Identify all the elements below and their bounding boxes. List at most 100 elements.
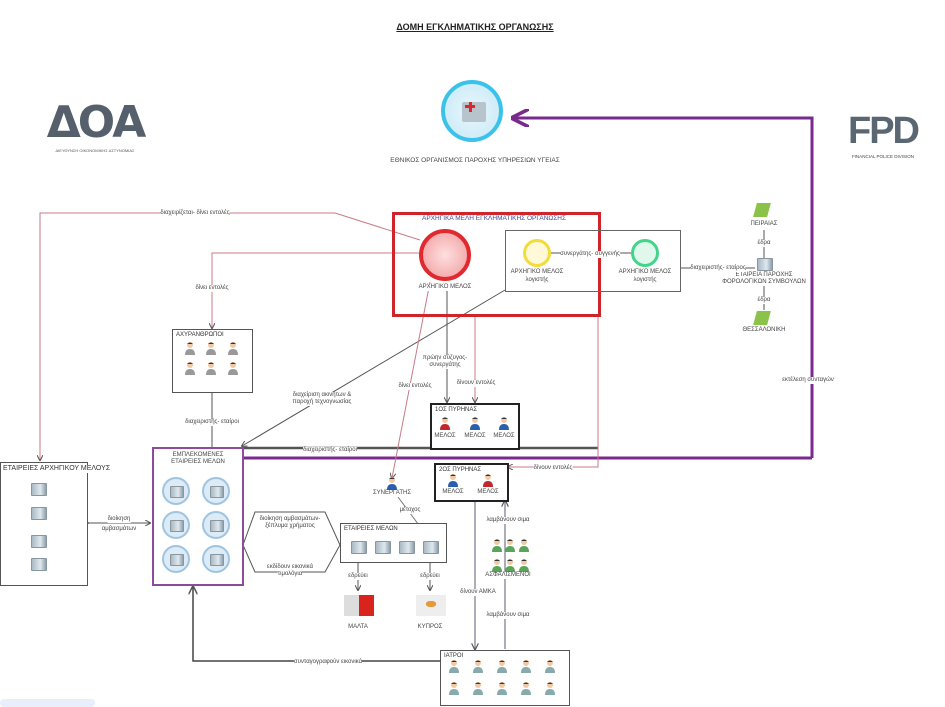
fpd-logo: FPD FINANCIAL POLICE DIVISION <box>838 108 928 164</box>
member-label: ΜΕΛΟΣ <box>493 433 515 439</box>
leader-companies-box: ΕΤΑΙΡΕΙΕΣ ΑΡΧΗΓΙΚΟΥ ΜΕΛΟΥΣ <box>0 462 111 586</box>
person-icon <box>503 538 517 552</box>
person-icon <box>204 361 218 375</box>
tax-firm-link-label: διαχειριστής- εταίρος <box>690 265 746 272</box>
leader-member-a-icon <box>523 239 551 267</box>
edge-fake-prescribe <box>193 587 440 662</box>
hq-label-2: έδρα <box>757 297 771 304</box>
company-icon <box>202 511 230 539</box>
person-icon <box>543 659 557 673</box>
member-icon <box>497 416 511 430</box>
doa-logo-mark: ΔΟΑ <box>46 97 147 148</box>
person-icon <box>204 341 218 355</box>
person-icon <box>519 659 533 673</box>
tax-firm-name-2: ΦΟΡΟΛΟΓΙΚΩΝ ΣΥΜΒΟΥΛΩΝ <box>722 279 806 286</box>
leaders-title: ΑΡΧΗΓΙΚΑ ΜΕΛΗ ΕΓΚΛΗΜΑΤΙΚΗΣ ΟΡΓΑΝΩΣΗΣ <box>422 215 566 222</box>
doa-logo-subtitle: ΔΙΕΥΘΥΝΣΗ ΟΙΚΟΝΟΜΙΚΗΣ ΑΣΤΥΝΟΜΙΑΣ <box>55 148 135 153</box>
edge-prescriptions <box>514 118 814 458</box>
relation-label: συνεργάτης- συγγενής <box>560 251 620 258</box>
insured-label: ΑΣΦΑΛΙΣΜΕΝΟΙ <box>485 572 531 579</box>
edge-label-ex-spouse-1: πρώην σύζυγος- <box>422 355 468 362</box>
seat-label-cyprus: εδρεύει <box>420 573 440 580</box>
edge-label-fund-admin-2: αμβασμάτων <box>101 526 137 533</box>
core2-box: 2ΟΣ ΠΥΡΗΝΑΣ ΜΕΛΟΣ ΜΕΛΟΣ <box>434 463 509 502</box>
person-icon <box>183 361 197 375</box>
leader-companies-title: ΕΤΑΙΡΕΙΕΣ ΑΡΧΗΓΙΚΟΥ ΜΕΛΟΥΣ <box>3 465 111 473</box>
edge-label-gives-orders-partner: δίνει εντολές <box>398 383 432 390</box>
edge-label-manage-orders: διαχειρίζεται- δίνει εντολές <box>160 210 230 217</box>
edge-label-receive-1: λαμβάνουν σιμα <box>486 517 530 524</box>
building-icon <box>31 483 47 496</box>
member-icon <box>468 416 482 430</box>
cyprus-label: ΚΥΠΡΟΣ <box>417 624 443 631</box>
person-icon <box>519 681 533 695</box>
leaders-box <box>392 212 601 317</box>
tax-firm-name-1: ΕΤΑΙΡΕΙΑ ΠΑΡΟΧΗΣ <box>735 272 793 279</box>
strawmen-box: ΑΧΥΡΑΝΘΡΩΠΟΙ <box>172 329 253 393</box>
doa-logo: ΔΟΑ ΔΙΕΥΘΥΝΣΗ ΟΙΚΟΝΟΜΙΚΗΣ ΑΣΤΥΝΟΜΙΑΣ <box>45 97 147 160</box>
building-icon <box>399 541 415 554</box>
edge-label-receive-2: λαμβάνουν σιμα <box>486 612 530 619</box>
leader-member-a-label: ΑΡΧΗΓΙΚΟ ΜΕΛΟΣ <box>510 269 564 276</box>
core1-title: 1ΟΣ ΠΥΡΗΝΑΣ <box>435 407 478 413</box>
edge-label-gives-orders: δίνει εντολές <box>195 285 229 292</box>
edge-label-fund-admin-1: διοίκηση <box>107 516 131 523</box>
corner-artifact <box>0 699 95 707</box>
edge-gives-orders <box>212 252 420 328</box>
fpd-logo-subtitle: FINANCIAL POLICE DIVISION <box>851 154 915 159</box>
partner-icon <box>385 476 399 490</box>
edge-label-prescriptions: εκτέλεση συνταγών <box>782 377 834 384</box>
hq-label-1: έδρα <box>757 240 771 247</box>
person-icon <box>495 659 509 673</box>
edge-label-give-amka: δίνουν ΑΜΚΑ <box>460 589 496 596</box>
member-companies-title: ΕΤΑΙΡΕΙΕΣ ΜΕΛΩΝ <box>344 526 398 532</box>
edge-label-real-estate-2: παροχή τεχνογνωσίας <box>292 399 352 406</box>
member-label: ΜΕΛΟΣ <box>442 489 464 495</box>
malta-label: ΜΑΛΤΑ <box>348 624 368 631</box>
page-title: ΔΟΜΗ ΕΓΚΛΗΜΑΤΙΚΗΣ ΟΡΓΑΝΩΣΗΣ <box>396 22 554 32</box>
company-icon <box>162 545 190 573</box>
building-icon <box>31 507 47 520</box>
leader-member-b-role: λογιστής <box>633 277 657 284</box>
doctors-box: ΙΑΤΡΟΙ <box>440 650 570 706</box>
building-icon <box>351 541 367 554</box>
person-icon <box>471 681 485 695</box>
person-icon <box>490 558 504 572</box>
edge-label-admin-partners: διαχειριστής- εταίροι <box>185 419 239 426</box>
edge-label-launder-1: διοίκηση αμβασμάτων- <box>259 516 321 523</box>
tax-firm-building-icon <box>757 258 773 271</box>
member-label: ΜΕΛΟΣ <box>464 433 486 439</box>
person-icon <box>447 659 461 673</box>
person-icon <box>226 361 240 375</box>
edge-label-invoices-2: τιμολόγια <box>277 571 303 578</box>
core2-title: 2ΟΣ ΠΥΡΗΝΑΣ <box>439 467 482 473</box>
edge-label-ex-spouse-2: συνεργάτης <box>429 362 461 369</box>
doctors-title: ΙΑΤΡΟΙ <box>444 653 464 659</box>
accountants-box <box>505 230 681 292</box>
edge-label-give-orders-core2: δίνουν εντολές <box>533 465 573 472</box>
thessaloniki-label: ΘΕΣΣΑΛΟΝΙΚΗ <box>742 327 786 334</box>
member-icon <box>481 473 495 487</box>
person-icon <box>503 558 517 572</box>
edge-label-invoices-1: εκδίδουν εικονικά <box>267 564 313 571</box>
involved-title-2: ΕΤΑΙΡΕΙΕΣ ΜΕΛΩΝ <box>171 459 225 465</box>
building-icon <box>375 541 391 554</box>
partner-label: ΣΥΝΕΡΓΑΤΗΣ <box>372 490 412 497</box>
building-icon <box>31 535 47 548</box>
member-icon <box>438 416 452 430</box>
piraeus-label: ΠΕΙΡΑΙΑΣ <box>750 221 778 228</box>
main-leader-icon <box>419 229 471 281</box>
member-icon <box>446 473 460 487</box>
person-icon <box>447 681 461 695</box>
seat-label-malta: εδρεύει <box>348 573 368 580</box>
involved-title-1: ΕΜΠΛΕΚΟΜΕΝΕΣ <box>172 452 224 458</box>
leader-member-b-label: ΑΡΧΗΓΙΚΟ ΜΕΛΟΣ <box>618 269 672 276</box>
main-leader-label: ΑΡΧΗΓΙΚΟ ΜΕΛΟΣ <box>418 284 472 291</box>
fpd-logo-mark: FPD <box>848 110 920 152</box>
person-icon <box>471 659 485 673</box>
shareholder-label: μέτοχος <box>399 507 421 514</box>
leader-member-a-role: λογιστής <box>525 277 549 284</box>
person-icon <box>517 538 531 552</box>
building-icon <box>31 558 47 571</box>
